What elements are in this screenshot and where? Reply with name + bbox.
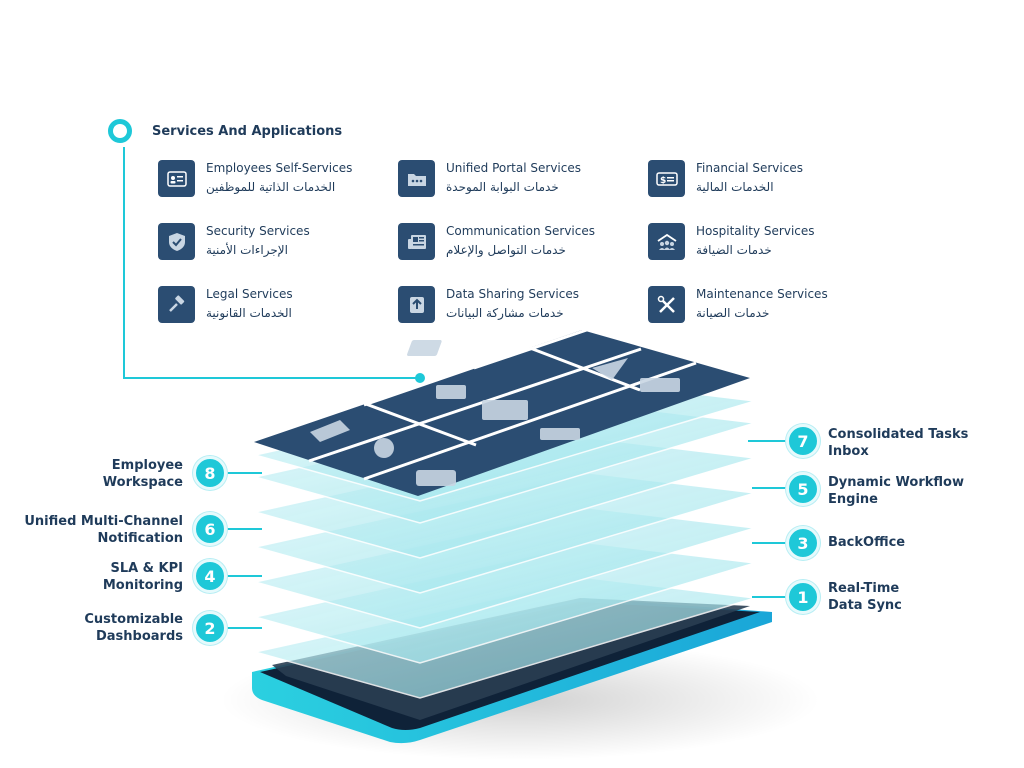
layer-badge-7: 7 xyxy=(786,424,820,458)
layer-label-line1: Unified Multi-Channel xyxy=(24,514,183,529)
service-name-ar: خدمات الضيافة xyxy=(696,243,772,257)
layer-badge-2: 2 xyxy=(193,611,227,645)
service-unified-portal[interactable]: Unified Portal Services خدمات البوابة ال… xyxy=(398,160,638,200)
layer-label-5: Dynamic Workflow Engine xyxy=(828,474,964,508)
service-name-ar: خدمات مشاركة البيانات xyxy=(446,306,564,320)
service-name-en: Communication Services xyxy=(446,224,595,238)
svg-text:$: $ xyxy=(660,176,666,186)
service-legal[interactable]: Legal Services الخدمات القانونية xyxy=(158,286,398,326)
layer-label-4: SLA & KPI Monitoring xyxy=(103,560,183,594)
layer-badge-6: 6 xyxy=(193,512,227,546)
service-name-ar: الإجراءات الأمنية xyxy=(206,243,288,257)
layer-badge-1: 1 xyxy=(786,580,820,614)
layer-label-line1: Customizable xyxy=(84,612,183,627)
service-employees-self-services[interactable]: Employees Self-Services الخدمات الذاتية … xyxy=(158,160,398,200)
upload-icon xyxy=(398,286,435,323)
service-maintenance[interactable]: Maintenance Services خدمات الصيانة xyxy=(648,286,888,326)
layer-label-line1: Employee xyxy=(111,458,183,473)
service-name-en: Unified Portal Services xyxy=(446,161,581,175)
layer-badge-3: 3 xyxy=(786,526,820,560)
layer-label-line2: Inbox xyxy=(828,444,869,459)
section-title: Services And Applications xyxy=(152,124,343,139)
layer-label-line1: SLA & KPI xyxy=(110,561,183,576)
layer-label-line1: Dynamic Workflow xyxy=(828,475,964,490)
service-name-ar: خدمات التواصل والإعلام xyxy=(446,243,566,257)
service-hospitality[interactable]: Hospitality Services خدمات الضيافة xyxy=(648,223,888,263)
service-communication[interactable]: Communication Services خدمات التواصل وال… xyxy=(398,223,638,263)
connector-dot xyxy=(415,373,425,383)
layer-label-line1: Consolidated Tasks xyxy=(828,427,969,442)
left-leaders xyxy=(227,472,262,629)
header-connector xyxy=(123,147,420,379)
layer-label-line2: Engine xyxy=(828,492,878,507)
layer-label-7: Consolidated Tasks Inbox xyxy=(828,426,968,460)
service-name-ar: الخدمات القانونية xyxy=(206,306,292,320)
layer-label-line2: Dashboards xyxy=(95,629,183,644)
service-name-en: Data Sharing Services xyxy=(446,287,579,301)
shield-icon xyxy=(158,223,195,260)
layer-label-8: Employee Workspace xyxy=(103,457,183,491)
layer-label-line2: Data Sync xyxy=(828,598,902,613)
layer-label-1: Real-Time Data Sync xyxy=(828,580,902,614)
layer-label-6: Unified Multi-Channel Notification xyxy=(24,513,183,547)
layer-label-line2: Notification xyxy=(97,531,183,546)
layer-label-line1: BackOffice xyxy=(828,535,906,550)
layer-label-line2: Workspace xyxy=(102,475,183,490)
tile-grid xyxy=(254,310,750,496)
right-leaders xyxy=(748,440,786,598)
service-name-en: Legal Services xyxy=(206,287,293,301)
service-name-ar: الخدمات الذاتية للموظفين xyxy=(206,180,336,194)
layer-badge-5: 5 xyxy=(786,472,820,506)
money-icon: $ xyxy=(648,160,685,197)
layer-badge-8: 8 xyxy=(193,456,227,490)
layer-badge-4: 4 xyxy=(193,559,227,593)
service-name-en: Financial Services xyxy=(696,161,803,175)
service-name-en: Security Services xyxy=(206,224,310,238)
tools-icon xyxy=(648,286,685,323)
layer-label-line1: Real-Time xyxy=(828,581,900,596)
service-name-ar: خدمات البوابة الموحدة xyxy=(446,180,559,194)
id-card-icon xyxy=(158,160,195,197)
gavel-icon xyxy=(158,286,195,323)
layer-label-3: BackOffice xyxy=(828,534,905,551)
header-marker xyxy=(108,119,132,143)
service-name-en: Hospitality Services xyxy=(696,224,815,238)
service-security[interactable]: Security Services الإجراءات الأمنية xyxy=(158,223,398,263)
service-name-en: Employees Self-Services xyxy=(206,161,353,175)
layer-label-line2: Monitoring xyxy=(102,578,183,593)
folder-icon xyxy=(398,160,435,197)
service-data-sharing[interactable]: Data Sharing Services خدمات مشاركة البيا… xyxy=(398,286,638,326)
layer-label-2: Customizable Dashboards xyxy=(84,611,183,645)
newspaper-icon xyxy=(398,223,435,260)
people-icon xyxy=(648,223,685,260)
service-financial[interactable]: $ Financial Services الخدمات المالية xyxy=(648,160,888,200)
service-name-ar: الخدمات المالية xyxy=(696,180,774,194)
service-name-en: Maintenance Services xyxy=(696,287,828,301)
service-name-ar: خدمات الصيانة xyxy=(696,306,770,320)
